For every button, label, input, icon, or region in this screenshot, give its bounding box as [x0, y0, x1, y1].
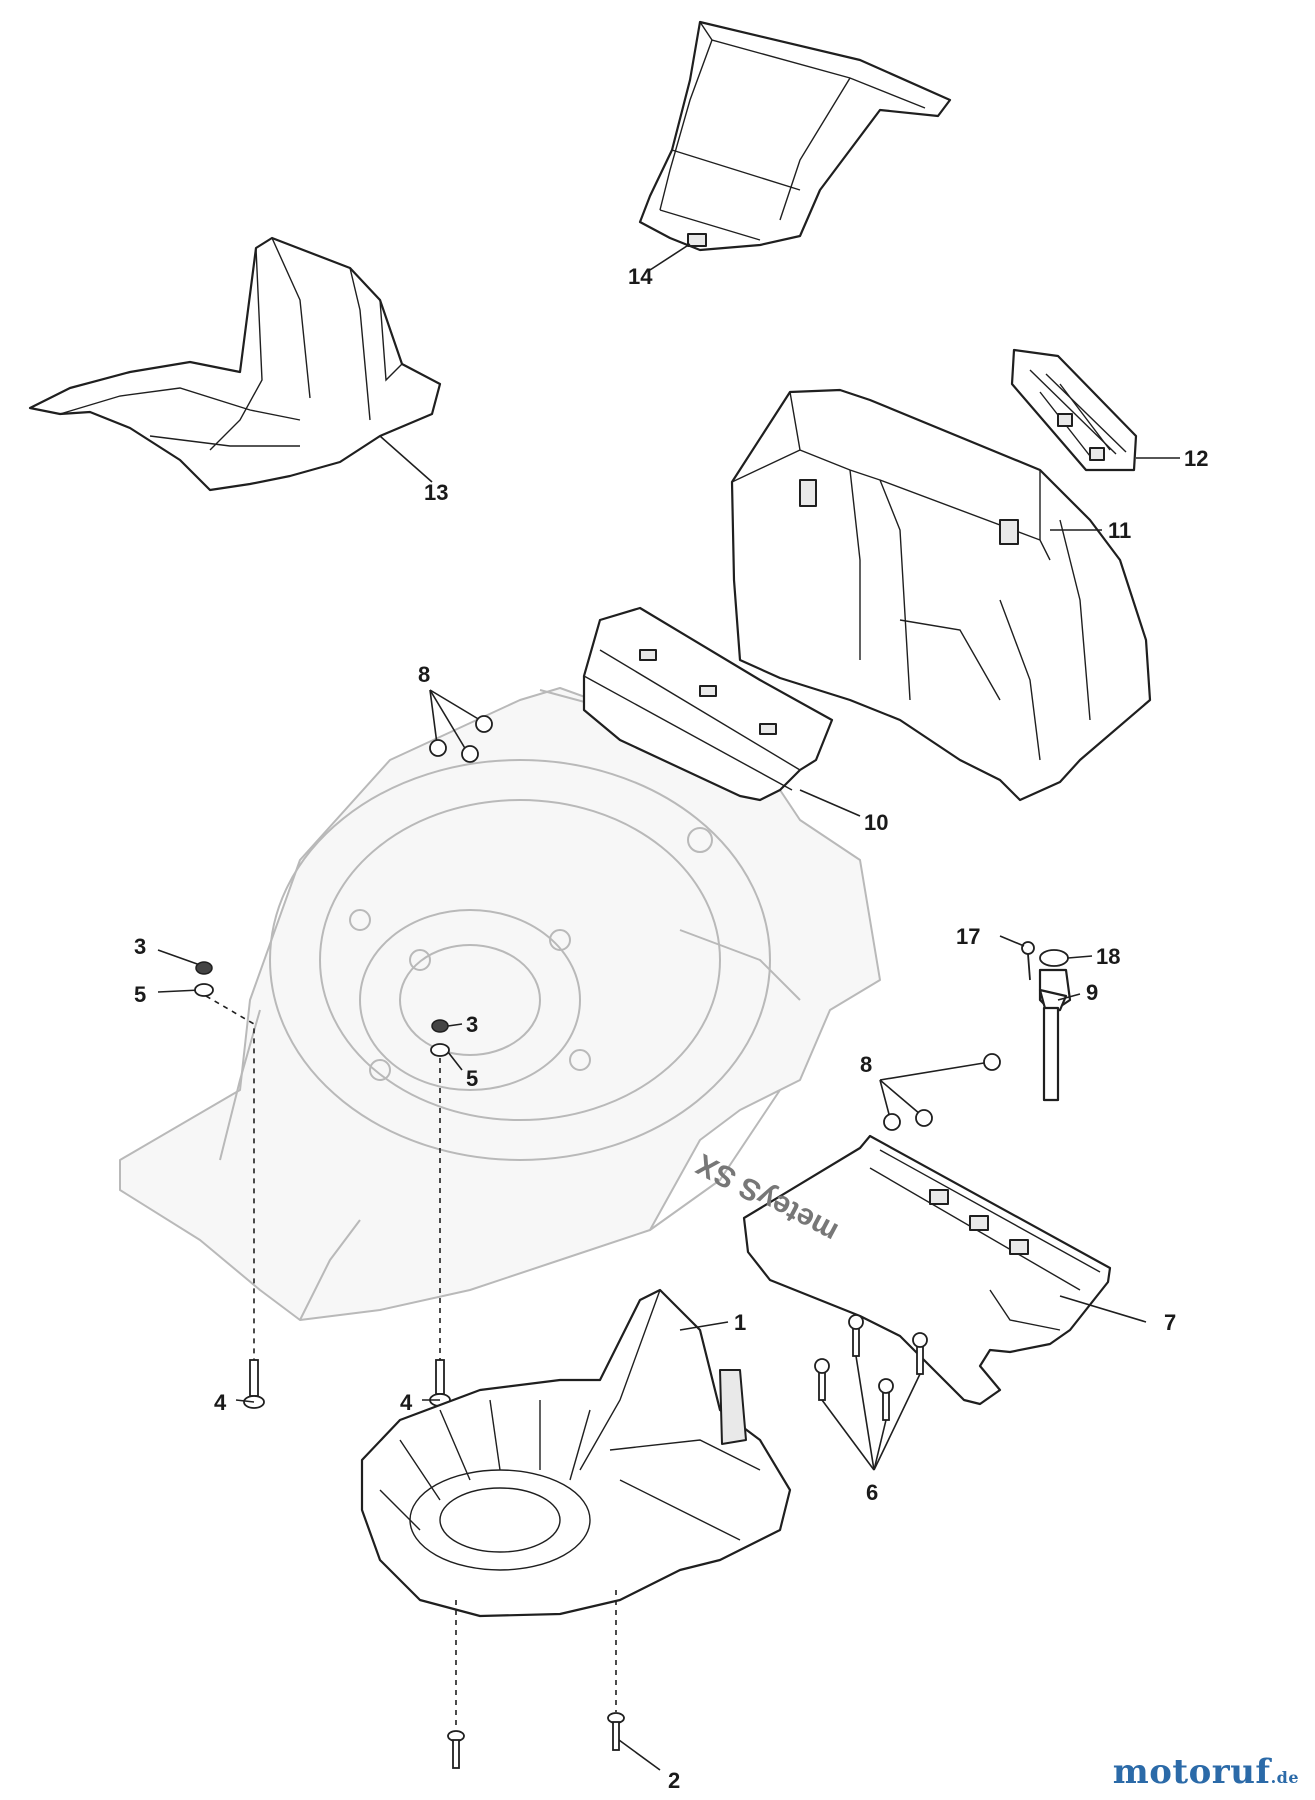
callout-5-left: 5 [134, 982, 146, 1007]
callout-2: 2 [668, 1768, 680, 1793]
callout-3-center: 3 [466, 1012, 478, 1037]
callout-8-top: 8 [418, 662, 430, 687]
part-11-rear-housing [730, 388, 1152, 802]
watermark-logo: motoruf.de [1113, 1752, 1299, 1792]
callout-18: 18 [1096, 944, 1120, 969]
part-9-17-18-height-adjuster [999, 935, 1093, 1102]
callout-3-left: 3 [134, 934, 146, 959]
callout-labels: 14 13 12 11 8 10 18 17 9 3 5 3 5 8 7 1 4… [134, 264, 1208, 1793]
callout-13: 13 [424, 480, 448, 505]
part-3-5-4-fasteners-left [157, 949, 265, 1409]
part-7-deflector-plate: meteyS SX [691, 1134, 1112, 1406]
callout-10: 10 [864, 810, 888, 835]
callout-4-left: 4 [214, 1390, 227, 1415]
callout-11: 11 [1108, 518, 1131, 543]
callout-14: 14 [628, 264, 653, 289]
callout-9: 9 [1086, 980, 1098, 1005]
part-1-collector-bowl [360, 1288, 792, 1618]
callout-6: 6 [866, 1480, 878, 1505]
watermark-tld: .de [1270, 1768, 1299, 1787]
callout-17: 17 [956, 924, 980, 949]
mower-deck-outline [119, 687, 881, 1321]
watermark-name: motoruf [1112, 1752, 1271, 1792]
callout-7: 7 [1164, 1310, 1176, 1335]
part-14-catcher-frame [638, 20, 952, 252]
part-8-screws-top [429, 689, 493, 763]
part-8-screws-right [879, 1053, 1001, 1131]
leader-10 [799, 789, 861, 817]
part-2-screws [447, 1590, 661, 1771]
part-13-catcher-grip [28, 236, 442, 492]
part-6-screws [814, 1314, 928, 1471]
callout-12: 12 [1184, 446, 1208, 471]
part-10-cover-flap [582, 606, 834, 802]
leader-13 [379, 435, 433, 483]
callout-1: 1 [734, 1310, 746, 1335]
leader-1 [679, 1321, 729, 1331]
callout-5-center: 5 [466, 1066, 478, 1091]
part-12-mesh-cover [1010, 348, 1138, 472]
leader-7 [1059, 1295, 1147, 1323]
callout-4-center: 4 [400, 1390, 413, 1415]
callout-8-right: 8 [860, 1052, 872, 1077]
leader-14 [649, 243, 691, 271]
